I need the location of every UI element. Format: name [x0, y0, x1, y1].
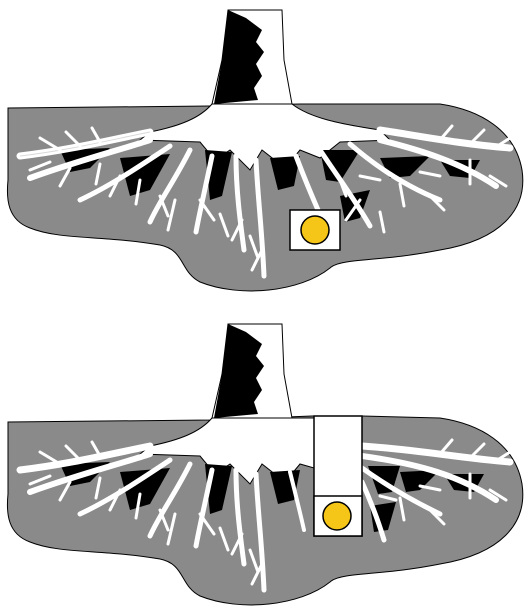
yellow-ball-icon	[301, 216, 329, 244]
excavated-object	[314, 496, 362, 536]
tree-trunk	[212, 324, 292, 418]
panel-bottom-excavated-object	[0, 316, 530, 614]
yellow-ball-icon	[323, 502, 351, 530]
tree-trunk	[212, 10, 292, 104]
buried-object	[290, 210, 340, 250]
panel-top-buried-object	[0, 0, 530, 300]
